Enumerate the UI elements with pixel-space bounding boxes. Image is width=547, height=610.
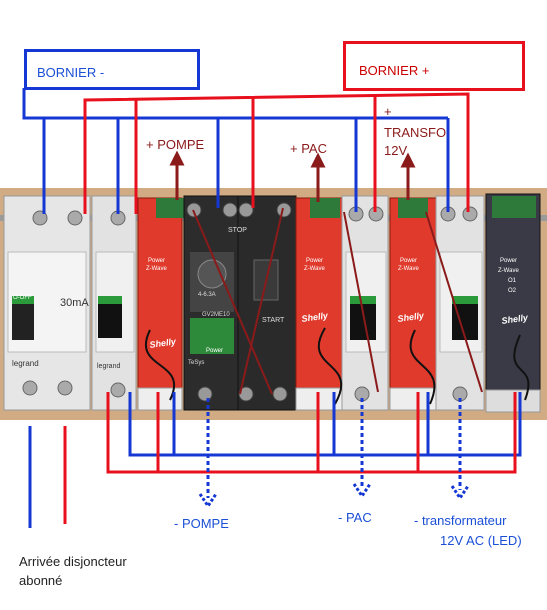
arrivee-label-2: abonné (19, 573, 63, 588)
shelly4-o2: O2 (508, 288, 517, 294)
protector-model: GV2ME10 (202, 312, 230, 318)
shelly4-logo: Shelly (501, 312, 530, 326)
shelly4-o1: O1 (508, 278, 517, 284)
internal-wires (192, 207, 483, 395)
minus-pac-label: - PAC (338, 510, 372, 525)
output-arrows (169, 150, 416, 202)
plus-transfo-label-2: TRANSFO (384, 125, 447, 140)
shelly3-logo: Shelly (397, 310, 426, 324)
protector-brand: TeSys (188, 360, 204, 366)
shelly-relay-1 (137, 197, 184, 411)
breaker-2 (91, 195, 137, 411)
contactor-stop: STOP (228, 227, 247, 234)
contactor-start: START (262, 317, 285, 324)
plus-transfo-label-1: + (384, 104, 392, 119)
bornier-plus-box (343, 41, 525, 91)
shelly1-logo: Shelly (149, 336, 178, 350)
shelly1-power: Power (148, 258, 165, 264)
shelly3-zwave: Z-Wave (398, 266, 419, 272)
breaker-off-label: O-OFF (13, 295, 32, 301)
minus-transfo-label-1: - transformateur (414, 513, 507, 528)
bornier-minus-box (24, 49, 200, 90)
minus-pompe-label: - POMPE (174, 516, 229, 531)
differential-breaker (3, 195, 91, 411)
plus-transfo-label-3: 12V (384, 143, 408, 158)
shelly2-logo: Shelly (301, 310, 330, 324)
protector-power: Power (206, 348, 223, 354)
breaker-3 (341, 195, 389, 411)
plus-pac-label: + PAC (290, 141, 327, 156)
breaker-rating: 30mA (60, 297, 89, 309)
negative-output-arrows (198, 398, 470, 509)
arrivee-label-1: Arrivée disjoncteur (19, 554, 127, 569)
breaker-brand: legrand (12, 359, 39, 368)
bornier-plus-label: BORNIER + (359, 63, 430, 78)
contactor (237, 195, 297, 411)
shelly2-zwave: Z-Wave (304, 266, 325, 272)
shelly2-power: Power (306, 258, 323, 264)
protector-range: 4-6.3A (198, 292, 216, 298)
bornier-minus-label: BORNIER - (37, 65, 105, 80)
breaker2-brand: legrand (97, 363, 120, 370)
shelly4-power: Power (500, 258, 517, 264)
plus-pompe-label: + POMPE (146, 137, 205, 152)
red-phase-bus (83, 92, 517, 474)
shelly1-zwave: Z-Wave (146, 266, 167, 272)
shelly4-zwave: Z-Wave (498, 268, 519, 274)
minus-transfo-label-2: 12V AC (LED) (440, 533, 522, 548)
shelly3-power: Power (400, 258, 417, 264)
blue-neutral-bus (22, 88, 522, 457)
